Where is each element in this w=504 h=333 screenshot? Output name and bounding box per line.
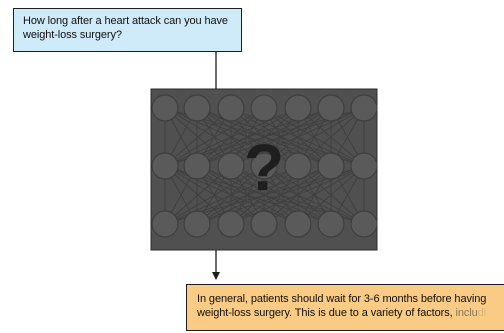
network-node bbox=[250, 210, 278, 238]
network-node bbox=[250, 94, 278, 122]
network-node bbox=[151, 210, 179, 238]
network-edge bbox=[297, 107, 365, 167]
answer-line-2: weight-loss surgery. This is due to a va… bbox=[197, 306, 494, 320]
network-node bbox=[284, 210, 312, 238]
network-node bbox=[183, 94, 211, 122]
network-node bbox=[350, 94, 378, 122]
network-edge bbox=[164, 107, 265, 167]
network-node bbox=[350, 210, 378, 238]
answer-line-1: In general, patients should wait for 3-6… bbox=[197, 293, 487, 305]
network-node bbox=[317, 210, 345, 238]
unknown-model-symbol: ? bbox=[244, 130, 284, 204]
network-node bbox=[217, 152, 245, 180]
answer-fading-text: inclu bbox=[455, 307, 478, 319]
network-edge bbox=[164, 165, 265, 225]
network-node bbox=[317, 152, 345, 180]
network-edge bbox=[263, 107, 365, 167]
network-node bbox=[183, 152, 211, 180]
network-node bbox=[317, 94, 345, 122]
network-edge bbox=[164, 165, 299, 225]
network-node bbox=[250, 152, 278, 180]
network-edge bbox=[164, 107, 232, 167]
network-edge bbox=[164, 165, 232, 225]
network-edge bbox=[164, 107, 299, 167]
network-node bbox=[284, 152, 312, 180]
network-edge bbox=[297, 165, 365, 225]
network-node bbox=[151, 94, 179, 122]
network-node bbox=[151, 152, 179, 180]
question-box: How long after a heart attack can you ha… bbox=[13, 8, 242, 52]
neural-network-nodes bbox=[151, 94, 378, 238]
answer-fading-text-end: di bbox=[477, 307, 487, 319]
network-edge bbox=[230, 165, 365, 225]
network-node bbox=[217, 210, 245, 238]
network-node bbox=[217, 94, 245, 122]
network-edge bbox=[263, 165, 365, 225]
question-text: How long after a heart attack can you ha… bbox=[23, 15, 228, 41]
network-edge bbox=[230, 107, 365, 167]
answer-line-2-text: weight-loss surgery. This is due to a va… bbox=[197, 307, 456, 319]
answer-box: In general, patients should wait for 3-6… bbox=[186, 284, 504, 331]
network-node bbox=[183, 210, 211, 238]
network-node bbox=[350, 152, 378, 180]
network-node bbox=[284, 94, 312, 122]
